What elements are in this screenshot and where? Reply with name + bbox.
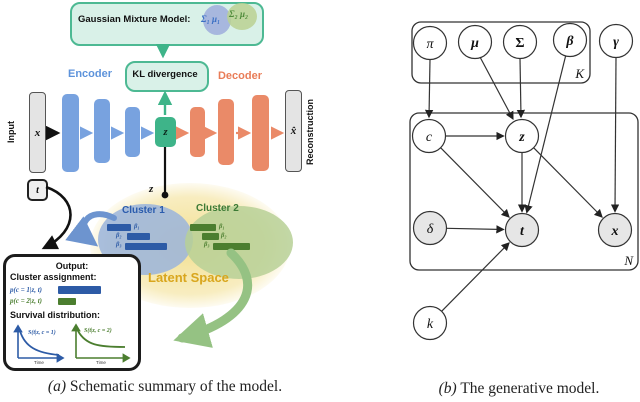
t-box: t [27, 179, 48, 201]
survival-distribution-title: Survival distribution: [10, 310, 101, 320]
edge-mu-z [479, 56, 514, 121]
node-x-label: x [611, 224, 619, 239]
cluster1-beta3-bar [125, 243, 167, 250]
cluster2-title: Cluster 2 [196, 203, 239, 214]
decoder-layer-1 [190, 107, 205, 157]
node-beta-label: β [565, 34, 574, 49]
node-k [412, 305, 448, 341]
plot1-time-label: Time [34, 360, 44, 365]
edge-delta-t [446, 225, 505, 234]
input-bar: x [29, 92, 46, 173]
cluster2-beta1-bar [190, 224, 216, 231]
cluster1-title: Cluster 1 [122, 205, 165, 216]
cluster2-beta2-bar [202, 233, 219, 240]
output-title: Output: [55, 261, 89, 271]
plate-N-label: N [623, 253, 634, 268]
latent-z-box: z [155, 117, 176, 147]
gmm-comp1-label: Σ₁ μ₁ [201, 14, 221, 24]
input-label: Input [6, 121, 16, 143]
node-c [411, 118, 447, 154]
plot2-time-label: Time [96, 360, 106, 365]
kl-divergence-label: KL divergence [132, 69, 198, 80]
t-label: t [36, 184, 39, 196]
cluster1-beta2-bar [127, 233, 150, 240]
edge-c-t [440, 147, 510, 218]
cluster-assignment-title: Cluster assignment: [10, 272, 97, 282]
gmm-comp2-label: Σ₂ μ₂ [229, 9, 249, 19]
decoder-label: Decoder [217, 70, 263, 82]
plot1-series-label: S(t|z, c = 1) [28, 329, 56, 336]
reconstruction-bar: x̂ [285, 90, 302, 172]
node-sigma [502, 24, 538, 60]
encoder-layer-1 [62, 94, 79, 172]
encoder-layer-3 [125, 107, 140, 157]
p1-bar [58, 286, 101, 294]
cluster2-beta3-bar [213, 243, 250, 250]
x-label: x [34, 126, 41, 139]
z-label: z [163, 126, 168, 138]
gmm-component2-ellipse [227, 3, 257, 30]
node-z [504, 118, 540, 154]
gmm-component1-ellipse [203, 5, 231, 35]
xhat-label: x̂ [290, 125, 297, 137]
p1-label: p(c = 1|z, t) [10, 286, 42, 294]
survival-plot-cluster1: S(t|z, c = 1) Time [13, 324, 65, 365]
node-k-label: k [427, 317, 434, 332]
plot1-curve [19, 330, 60, 356]
caption-a-prefix: (a) [47, 378, 66, 395]
caption-b-prefix: (b) [438, 380, 457, 397]
decoder-layer-3 [252, 95, 269, 171]
p2-bar [58, 298, 76, 305]
node-sigma-label: Σ [515, 36, 524, 51]
node-gamma-label: γ [613, 35, 619, 50]
node-t [504, 212, 540, 248]
node-delta [412, 210, 448, 246]
node-t-label: t [520, 224, 525, 239]
cluster1-beta2-label: β₂ [116, 232, 122, 239]
caption-a: (a) Schematic summary of the model. [0, 378, 330, 396]
cluster2-beta3-label: β₃ [204, 241, 210, 248]
decoder-layer-2 [218, 99, 234, 165]
gmm-label: Gaussian Mixture Model: [78, 14, 191, 25]
p2-label: p(c = 2|z, t) [10, 297, 42, 305]
cluster2-beta1-label: β₁ [219, 223, 225, 230]
plot2-curve [77, 330, 126, 348]
z-point-label: z [149, 183, 154, 195]
edge-beta-t [524, 55, 567, 214]
edge-sigma-z [516, 58, 526, 119]
node-delta-label: δ [427, 222, 434, 237]
edge-pi-c [424, 59, 434, 119]
node-c-label: c [426, 130, 433, 145]
encoder-layer-2 [94, 99, 110, 163]
cluster1-beta1-bar [107, 224, 131, 231]
edge-gamma-x [610, 57, 620, 213]
node-x [597, 212, 633, 248]
edge-k-t [441, 242, 510, 312]
generative-model-diagram: K N π μ Σ β γ c z δ t x [409, 21, 639, 341]
plate-K [411, 21, 591, 84]
edge-z-x [533, 147, 603, 218]
node-gamma [598, 23, 634, 59]
node-mu [457, 24, 493, 60]
node-mu-label: μ [470, 36, 479, 51]
encoder-label: Encoder [67, 68, 112, 80]
node-z-label: z [518, 130, 525, 145]
plot2-series-label: S(t|z, c = 2) [84, 327, 112, 334]
survival-plot-cluster2: S(t|z, c = 2) Time [71, 323, 131, 365]
node-beta [552, 22, 588, 58]
node-pi-label: π [426, 37, 434, 52]
node-pi [412, 25, 448, 61]
caption-b-text: The generative model. [460, 380, 600, 397]
latent-space-label: Latent Space [148, 270, 229, 285]
cluster1-beta1-label: β₁ [134, 223, 140, 230]
caption-b: (b) The generative model. [398, 380, 640, 398]
reconstruction-label: Reconstruction [305, 99, 315, 166]
caption-a-text: Schematic summary of the model. [69, 378, 283, 395]
plate-K-label: K [574, 66, 585, 81]
cluster1-beta3-label: β₃ [116, 241, 122, 248]
cluster2-beta2-label: β₂ [221, 232, 227, 239]
output-box: Output: Cluster assignment: p(c = 1|z, t… [3, 254, 141, 371]
